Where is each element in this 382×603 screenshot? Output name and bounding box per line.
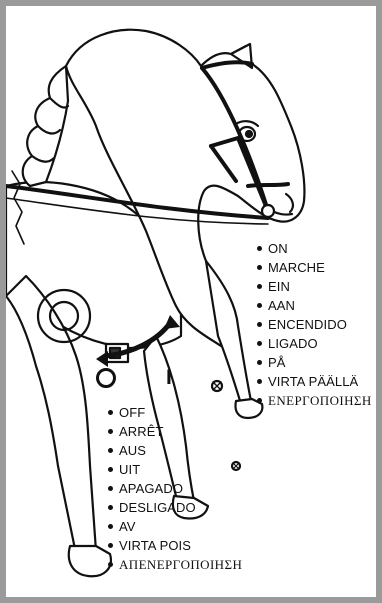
on-label: ON [257, 239, 372, 258]
on-label: VIRTA PÄÄLLÄ [257, 372, 372, 391]
off-label: AV [108, 517, 242, 536]
curved-double-arrow-icon [92, 311, 202, 371]
off-label: AUS [108, 441, 242, 460]
off-label: ARRÊT [108, 422, 242, 441]
off-position-symbol [94, 366, 118, 390]
on-position-symbol: I [166, 367, 172, 388]
off-label: VIRTA POIS [108, 536, 242, 555]
off-label: UIT [108, 460, 242, 479]
on-label: ENCENDIDO [257, 315, 372, 334]
on-label: PÅ [257, 353, 372, 372]
on-label: LIGADO [257, 334, 372, 353]
off-label: OFF [108, 403, 242, 422]
on-label: AAN [257, 296, 372, 315]
off-label: DESLIGADO [108, 498, 242, 517]
off-label: ΑΠΕΝΕΡΓΟΠΟΙΗΣΗ [108, 555, 242, 574]
off-labels-list: OFF ARRÊT AUS UIT APAGADO DESLIGADO AV V… [108, 403, 242, 574]
off-label: APAGADO [108, 479, 242, 498]
on-label: ΕΝΕΡΓΟΠΟΙΗΣΗ [257, 391, 372, 410]
on-label: EIN [257, 277, 372, 296]
on-labels-list: ON MARCHE EIN AAN ENCENDIDO LIGADO PÅ VI… [257, 239, 372, 410]
on-label: MARCHE [257, 258, 372, 277]
